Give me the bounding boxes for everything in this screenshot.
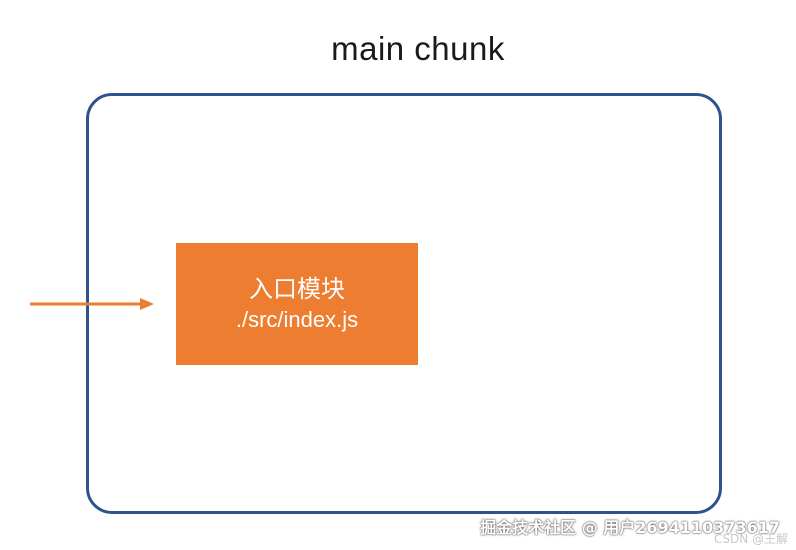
entry-arrow — [30, 298, 154, 310]
juejin-watermark: 掘金技术社区 @ 用户2694110373617 — [480, 518, 780, 537]
entry-module-path: ./src/index.js — [235, 307, 359, 332]
entry-module-box: 入口模块 ./src/index.js — [176, 243, 418, 365]
entry-arrow-head — [140, 298, 154, 310]
csdn-watermark: CSDN @王解 — [713, 532, 788, 546]
entry-module-name: 入口模块 — [249, 275, 345, 303]
chunk-title: main chunk — [331, 30, 505, 67]
